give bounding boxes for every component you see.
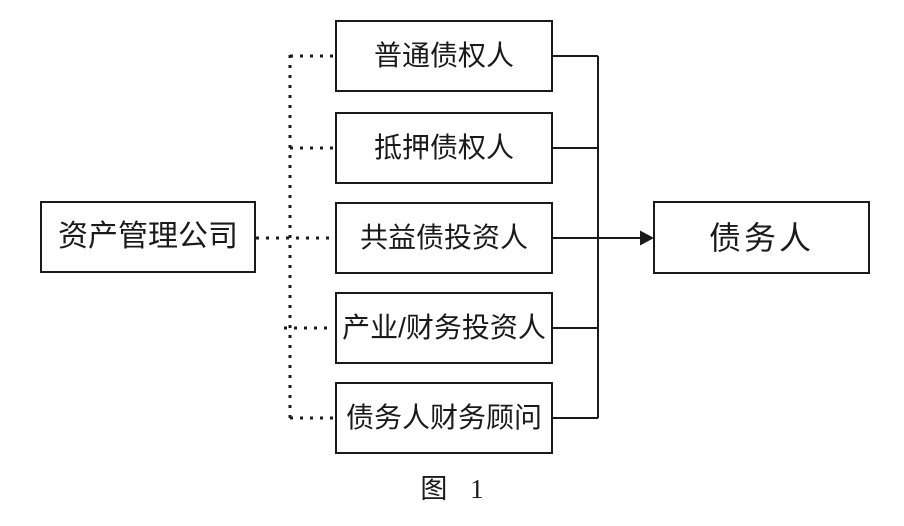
node-label: 资产管理公司 [58,220,238,253]
figure-caption: 图 1 [420,474,484,504]
arrowhead-icon [640,230,654,246]
node-mortgage-creditor: 抵押债权人 [335,112,553,184]
node-label: 抵押债权人 [373,132,514,163]
node-label: 债务人 [708,219,814,256]
node-industry-financial-investor: 产业/财务投资人 [335,292,553,364]
node-label: 债务人财务顾问 [345,402,542,433]
node-common-benefit-debt-investor: 共益债投资人 [335,202,553,274]
dotted-connectors [256,54,334,420]
node-debtor: 债务人 [653,201,870,274]
node-ordinary-creditor: 普通债权人 [335,20,553,92]
node-label: 共益债投资人 [359,222,528,253]
node-asset-management-company: 资产管理公司 [40,201,256,273]
node-label: 产业/财务投资人 [342,312,546,343]
node-label: 普通债权人 [373,40,514,71]
solid-connectors [553,55,641,419]
node-debtor-financial-advisor: 债务人财务顾问 [335,382,553,454]
